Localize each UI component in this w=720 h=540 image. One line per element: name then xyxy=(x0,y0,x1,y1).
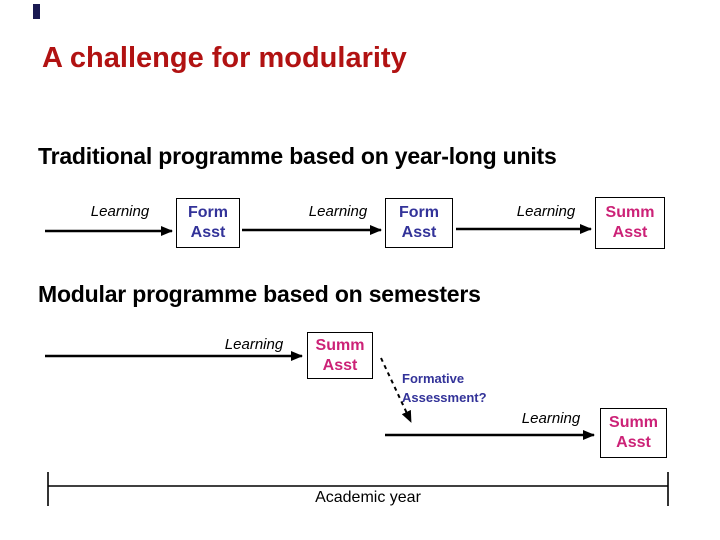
box-text-line: Asst xyxy=(612,224,648,241)
box-text-line: Asst xyxy=(322,356,358,374)
modular-learning-label-2: Learning xyxy=(521,410,581,427)
learning-label-1: Learning xyxy=(90,203,150,220)
summ-asst-box-2: Summ Asst xyxy=(307,332,373,379)
box-text-line: Form xyxy=(399,204,439,221)
form-asst-box-2: Form Asst xyxy=(385,198,453,248)
accent-bar xyxy=(33,4,40,19)
box-text-line: Form xyxy=(188,204,228,221)
form-asst-box-1: Form Asst xyxy=(176,198,240,248)
box-text-line: Asst xyxy=(401,224,437,241)
learning-label-3: Learning xyxy=(516,203,576,220)
summ-asst-box-1: Summ Asst xyxy=(595,197,665,249)
modular-learning-label-1: Learning xyxy=(224,336,284,353)
note-line-2: Assessment? xyxy=(402,390,487,405)
box-text-line: Asst xyxy=(616,434,651,451)
box-text-line: Summ xyxy=(315,336,365,354)
summ-asst-box-3: Summ Asst xyxy=(600,408,667,458)
learning-label-2: Learning xyxy=(308,203,368,220)
formative-assessment-note: Formative Assessment? xyxy=(402,369,487,407)
box-text-line: Summ xyxy=(609,414,658,431)
traditional-heading: Traditional programme based on year-long… xyxy=(38,143,557,169)
slide-title: A challenge for modularity xyxy=(42,42,407,74)
modular-heading: Modular programme based on semesters xyxy=(38,281,481,307)
note-line-1: Formative xyxy=(402,371,465,386)
box-text-line: Summ xyxy=(605,204,655,221)
box-text-line: Asst xyxy=(190,224,226,241)
academic-year-label: Academic year xyxy=(315,489,421,506)
